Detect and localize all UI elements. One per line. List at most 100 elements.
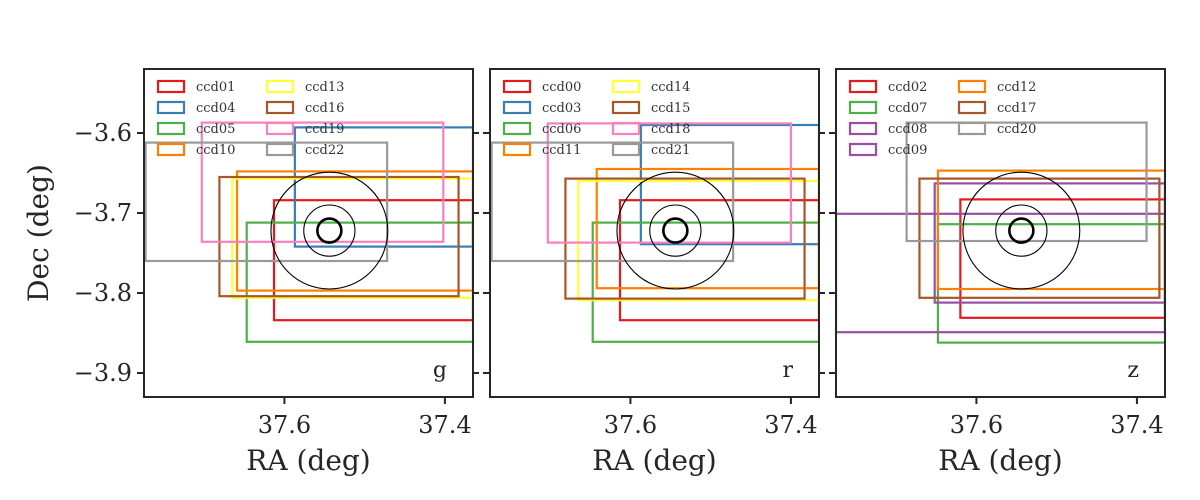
legend-label: ccd21 <box>651 143 690 158</box>
aperture-circle-2 <box>995 204 1048 257</box>
ccd-footprint-ccd22 <box>144 141 389 263</box>
legend-entry-ccd08: ccd08 <box>848 121 927 137</box>
legend-swatch <box>265 121 295 136</box>
legend-swatch <box>848 142 878 157</box>
ccd-footprint-ccd08 <box>836 212 1165 334</box>
legend-label: ccd01 <box>196 80 235 95</box>
aperture-circle-2 <box>303 204 356 257</box>
legend-swatch <box>265 79 295 94</box>
band-label: r <box>782 358 793 383</box>
legend-label: ccd03 <box>542 101 581 116</box>
legend-label: ccd10 <box>196 143 235 158</box>
x-tick-label: 37.4 <box>1110 411 1163 439</box>
plot-area <box>144 121 473 343</box>
ccd-footprint-ccd18 <box>546 122 793 244</box>
legend-swatch <box>848 121 878 136</box>
legend-label: ccd15 <box>651 101 690 116</box>
plot-area <box>836 121 1165 344</box>
axes-frame <box>143 68 474 398</box>
legend-swatch <box>848 100 878 115</box>
ccd-footprint-ccd11 <box>595 167 819 290</box>
aperture-circle-1 <box>662 217 689 244</box>
legend-entry-ccd18: ccd18 <box>611 121 690 137</box>
legend-label: ccd12 <box>997 80 1036 95</box>
legend-swatch <box>265 142 295 157</box>
legend-entry-ccd21: ccd21 <box>611 142 690 158</box>
ccd-footprint-ccd15 <box>564 177 806 300</box>
legend-swatch <box>156 121 186 136</box>
ccd-footprint-ccd05 <box>245 221 473 343</box>
legend-swatch <box>156 79 186 94</box>
ccd-footprint-ccd10 <box>235 170 473 292</box>
legend-swatch <box>611 100 641 115</box>
legend-label: ccd11 <box>542 143 581 158</box>
legend-swatch <box>502 142 532 157</box>
legend-entry-ccd01: ccd01 <box>156 79 235 95</box>
ccd-footprint-ccd13 <box>231 177 473 299</box>
legend-entry-ccd09: ccd09 <box>848 142 927 158</box>
x-tick-label: 37.4 <box>418 411 471 439</box>
ccd-footprint-ccd21 <box>490 141 735 263</box>
legend-label: ccd14 <box>651 80 690 95</box>
legend-entry-ccd11: ccd11 <box>502 142 581 158</box>
legend-entry-ccd15: ccd15 <box>611 100 690 116</box>
ccd-footprint-ccd02 <box>959 198 1165 319</box>
legend-label: ccd17 <box>997 101 1036 116</box>
legend-entry-ccd06: ccd06 <box>502 121 581 137</box>
legend-entry-ccd19: ccd19 <box>265 121 344 137</box>
legend-swatch <box>156 100 186 115</box>
legend-swatch <box>848 79 878 94</box>
legend-label: ccd16 <box>305 101 344 116</box>
band-label: g <box>433 358 447 383</box>
x-tick-label: 37.4 <box>764 411 817 439</box>
legend-entry-ccd02: ccd02 <box>848 79 927 95</box>
aperture-circle-3 <box>270 171 389 290</box>
axes-frame <box>489 68 820 398</box>
legend-entry-ccd04: ccd04 <box>156 100 235 116</box>
legend-swatch <box>611 79 641 94</box>
ccd-footprint-ccd17 <box>918 177 1161 299</box>
legend-entry-ccd05: ccd05 <box>156 121 235 137</box>
x-axis-label: RA (deg) <box>592 444 716 477</box>
legend-entry-ccd12: ccd12 <box>957 79 1036 95</box>
x-tick-label: 37.6 <box>604 411 657 439</box>
legend-swatch <box>957 121 987 136</box>
ccd-footprint-ccd14 <box>577 179 819 302</box>
legend-entry-ccd10: ccd10 <box>156 142 235 158</box>
legend-label: ccd07 <box>888 101 927 116</box>
y-tick-label: −3.6 <box>74 119 132 147</box>
legend-swatch <box>957 100 987 115</box>
legend-entry-ccd07: ccd07 <box>848 100 927 116</box>
panel-r: 37.6 37.4 RA (deg) r ccd00 ccd03 ccd06 ccd11 ccd… <box>483 68 825 477</box>
legend-label: ccd22 <box>305 143 344 158</box>
legend-label: ccd05 <box>196 122 235 137</box>
y-tick-label: −3.8 <box>74 279 132 307</box>
aperture-circle-3 <box>962 171 1081 290</box>
band-label: z <box>1127 358 1139 383</box>
ccd-footprint-ccd04 <box>293 126 473 248</box>
legend-entry-ccd22: ccd22 <box>265 142 344 158</box>
legend-label: ccd20 <box>997 122 1036 137</box>
legend-entry-ccd17: ccd17 <box>957 100 1036 116</box>
legend-swatch <box>502 79 532 94</box>
legend-label: ccd02 <box>888 80 927 95</box>
aperture-circle-3 <box>616 171 735 290</box>
legend-label: ccd13 <box>305 80 344 95</box>
legend-label: ccd09 <box>888 143 927 158</box>
legend-swatch <box>156 142 186 157</box>
x-tick-label: 37.6 <box>258 411 311 439</box>
ccd-footprint-ccd09 <box>933 182 1165 304</box>
axes-frame <box>835 68 1166 398</box>
legend-swatch <box>957 79 987 94</box>
aperture-circle-2 <box>649 204 702 257</box>
legend-label: ccd08 <box>888 122 927 137</box>
x-axis-label: RA (deg) <box>938 444 1062 477</box>
legend-entry-ccd13: ccd13 <box>265 79 344 95</box>
legend-entry-ccd14: ccd14 <box>611 79 690 95</box>
legend-swatch <box>611 142 641 157</box>
legend-label: ccd00 <box>542 80 581 95</box>
